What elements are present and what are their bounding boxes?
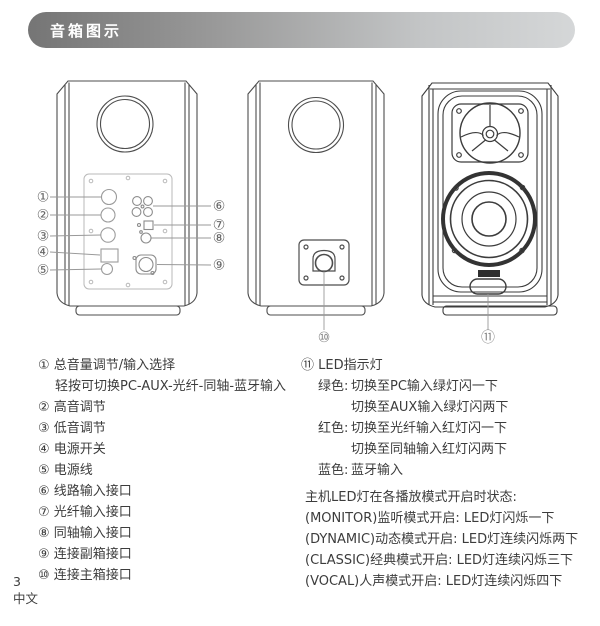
woofer — [441, 171, 537, 267]
legend-item-7: ⑦ 光纤输入接口 — [38, 505, 132, 520]
main-link-connector — [314, 253, 334, 273]
input-jacks — [131, 196, 157, 276]
language-label: 中文 — [13, 591, 39, 606]
legend-item-3: ③ 低音调节 — [38, 421, 106, 436]
mode-status-vocal: (VOCAL)人声模式开启: LED灯连续闪烁四下 — [305, 574, 563, 589]
speaker-passive-back-diagram — [247, 80, 385, 316]
legend-item-1: ① 总音量调节/输入选择 — [38, 358, 176, 373]
bass-port — [96, 95, 154, 153]
volume-knob — [100, 188, 118, 206]
legend-item-2: ② 高音调节 — [38, 400, 106, 415]
bass-knob — [100, 227, 116, 243]
speaker-diagrams: ① ② ③ ④ ⑤ ⑥ ⑦ ⑧ ⑨ ⑩ ⑪ — [37, 80, 559, 347]
speaker-base — [75, 305, 181, 316]
legend-item-4: ④ 电源开关 — [38, 442, 106, 457]
led-row-red-2: 切换至同轴输入红灯闪两下 — [301, 439, 593, 460]
callout-lines — [49, 196, 489, 330]
speaker-front-diagram — [421, 82, 559, 316]
led-behavior: 蓝牙输入 — [351, 463, 404, 478]
legend-item-1-note: 轻按可切换PC-AUX-光纤-同轴-蓝牙输入 — [55, 379, 287, 394]
power-cord-hole — [100, 262, 114, 276]
legend-item-10: ⑩ 连接主箱接口 — [38, 568, 132, 583]
led-behavior: 切换至光纤输入红灯闪一下 — [351, 421, 508, 436]
mode-status-monitor: (MONITOR)监听模式开启: LED灯闪烁一下 — [305, 511, 555, 526]
callout-5: ⑤ — [37, 263, 50, 279]
bass-port — [287, 96, 345, 154]
led-behavior: 切换至PC输入绿灯闪一下 — [351, 379, 498, 394]
callout-3: ③ — [37, 229, 50, 245]
callout-10: ⑩ — [318, 330, 331, 346]
callout-9: ⑨ — [213, 258, 226, 274]
legend-item-9: ⑨ 连接副箱接口 — [38, 547, 132, 562]
callout-numbers: ① ② ③ ④ ⑤ ⑥ ⑦ ⑧ ⑨ ⑩ ⑪ — [37, 190, 495, 347]
callout-7: ⑦ — [213, 218, 226, 234]
speaker-base — [442, 305, 558, 316]
legend-item-8: ⑧ 同轴输入接口 — [38, 526, 132, 541]
rear-panel-plate — [83, 173, 173, 290]
section-title: 音箱图示 — [50, 21, 123, 40]
legend-item-6: ⑥ 线路输入接口 — [38, 484, 132, 499]
led-row-green-2: 切换至AUX输入绿灯闪两下 — [301, 397, 593, 418]
mode-status-classic: (CLASSIC)经典模式开启: LED灯连续闪烁三下 — [305, 553, 574, 568]
speaker-base — [266, 305, 366, 316]
control-knobs — [100, 188, 119, 276]
page-footer: 3 中文 — [13, 573, 38, 607]
led-row-red-1: 红色:切换至光纤输入红灯闪一下 — [301, 418, 593, 439]
led-behavior: 切换至同轴输入红灯闪两下 — [351, 442, 508, 457]
mode-status-section: 主机LED灯在各播放模式开启时状态: (MONITOR)监听模式开启: LED灯… — [305, 487, 597, 592]
optical-jack — [143, 220, 154, 231]
link-connector — [135, 254, 157, 275]
led-behavior: 切换至AUX输入绿灯闪两下 — [351, 400, 509, 415]
led-section-title: ⑪ LED指示灯 — [301, 358, 383, 373]
front-baffle-frame — [437, 90, 543, 293]
led-row-green-1: 绿色:切换至PC输入绿灯闪一下 — [301, 376, 593, 397]
coaxial-jack — [140, 232, 152, 244]
speaker-back-panel-diagram — [56, 80, 198, 316]
power-switch — [100, 248, 119, 263]
led-color-label: 蓝色: — [318, 463, 349, 478]
mode-status-intro: 主机LED灯在各播放模式开启时状态: — [305, 490, 517, 505]
legend-list: ① 总音量调节/输入选择 轻按可切换PC-AUX-光纤-同轴-蓝牙输入 ② 高音… — [38, 355, 298, 586]
callout-8: ⑧ — [213, 231, 226, 247]
treble-knob — [100, 207, 116, 223]
callout-11: ⑪ — [481, 330, 495, 346]
callout-2: ② — [37, 208, 50, 224]
callout-1: ① — [37, 190, 50, 206]
led-row-blue: 蓝色:蓝牙输入 — [301, 460, 593, 481]
led-color-label: 绿色: — [318, 379, 349, 394]
led-color-label: 红色: — [318, 421, 349, 436]
legend-item-5: ⑤ 电源线 — [38, 463, 93, 478]
led-indicator-section: ⑪ LED指示灯 绿色:切换至PC输入绿灯闪一下 切换至AUX输入绿灯闪两下 红… — [301, 355, 593, 481]
callout-4: ④ — [37, 245, 50, 261]
mode-status-dynamic: (DYNAMIC)动态模式开启: LED灯连续闪烁两下 — [305, 532, 579, 547]
section-header: 音箱图示 — [28, 12, 575, 48]
tweeter — [451, 102, 529, 164]
callout-6: ⑥ — [213, 199, 226, 215]
brand-badge — [478, 270, 500, 277]
page-number: 3 — [13, 574, 21, 589]
